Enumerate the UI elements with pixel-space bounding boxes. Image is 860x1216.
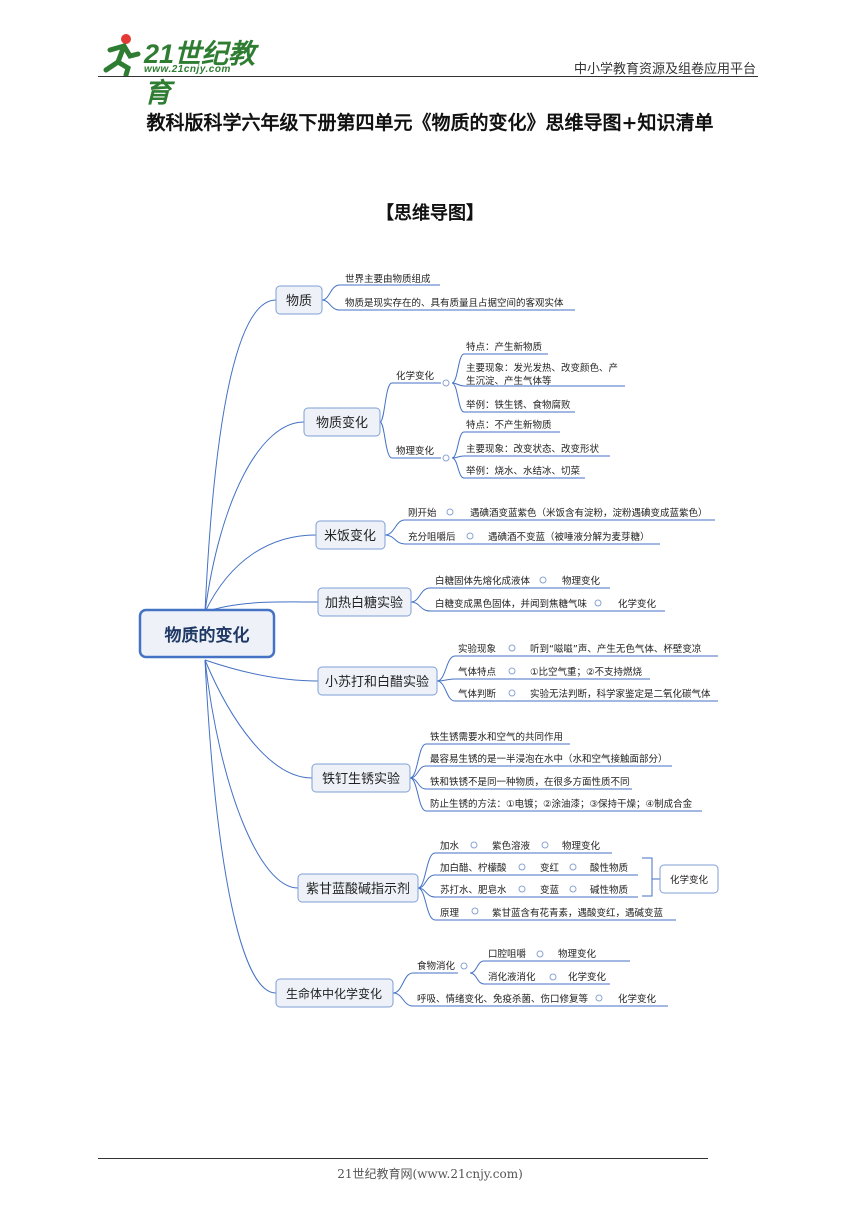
phys-feature: 特点：不产生新物质 — [466, 419, 552, 431]
footer-text: 21世纪教育网(www.21cnjy.com) — [337, 1167, 523, 1181]
root-node — [138, 608, 276, 659]
node-matter — [275, 285, 323, 315]
b7-label: 紫甘蓝酸碱指示剂 — [306, 882, 410, 897]
node-chem-summary — [659, 864, 719, 894]
b7-r2-1: 变红 — [540, 862, 560, 874]
b8-d1a: 口腔咀嚼 — [488, 948, 527, 960]
phys-phen: 主要现象：改变状态、改变形状 — [466, 443, 600, 455]
b7-r4-0: 原理 — [440, 908, 460, 919]
b5-r2a: 气体特点 — [458, 666, 497, 678]
collapse-toggle-icons — [442, 379, 603, 1002]
b7-r2-2: 酸性物质 — [590, 862, 629, 874]
b1-item-0: 世界主要由物质组成 — [345, 273, 431, 285]
b5-r3b: 实验无法判断，科学家鉴定是二氧化碳气体 — [530, 688, 711, 700]
root-label: 物质的变化 — [165, 625, 250, 646]
b5-label: 小苏打和白醋实验 — [325, 674, 429, 690]
b4-r1a: 白糖固体先熔化成液体 — [435, 575, 531, 587]
b4-r2a: 白糖变成黑色固体，并闻到焦糖气味 — [435, 598, 588, 610]
node-rice — [315, 520, 386, 550]
b3-r2a: 充分咀嚼后 — [408, 531, 456, 543]
b3-label: 米饭变化 — [324, 528, 376, 544]
b5-r1a: 实验现象 — [458, 643, 497, 655]
b8-r2a: 呼吸、情绪变化、免疫杀菌、伤口修复等 — [417, 993, 589, 1005]
b8-d1b: 物理变化 — [558, 948, 597, 960]
chem-phen-1: 主要现象：发光发热、改变颜色、产 — [466, 362, 618, 374]
b7-r1-2: 物理变化 — [562, 840, 601, 852]
b4-label: 加热白糖实验 — [325, 595, 403, 611]
b8-label: 生命体中化学变化 — [286, 986, 382, 1001]
logo-text: 21世纪教育 — [144, 39, 256, 108]
chem-phen-2: 生沉淀、产生气体等 — [466, 375, 552, 387]
phys-label: 物理变化 — [396, 445, 435, 457]
runner-logo-icon — [103, 34, 141, 76]
b5-r3a: 气体判断 — [458, 688, 497, 700]
b7-r1-0: 加水 — [440, 840, 460, 852]
chem-example: 举例：铁生锈、食物腐败 — [466, 399, 571, 411]
branch-nodes — [138, 285, 719, 1008]
b7-r3-0: 苏打水、肥皂水 — [440, 884, 507, 896]
footer-divider — [98, 1158, 708, 1159]
chem-label: 化学变化 — [396, 370, 435, 382]
b4-r1b: 物理变化 — [562, 575, 601, 587]
b7-r2-0: 加白醋、柠檬酸 — [440, 862, 507, 874]
node-material-change — [303, 407, 381, 437]
section-heading: 【思维导图】 — [376, 203, 484, 224]
mind-map-connectors — [204, 284, 718, 1007]
b6-label: 铁钉生锈实验 — [322, 771, 400, 787]
page-title: 教科版科学六年级下册第四单元《物质的变化》思维导图+知识清单 — [146, 112, 714, 134]
platform-name: 中小学教育资源及组卷应用平台 — [573, 62, 756, 77]
b6-item-1: 最容易生锈的是一半浸泡在水中（水和空气接触面部分） — [430, 753, 668, 765]
b5-r2b: ①比空气重；②不支持燃烧 — [530, 666, 643, 678]
node-soda — [317, 666, 438, 696]
b1-label: 物质 — [286, 294, 312, 309]
header-divider — [98, 76, 758, 77]
node-rust — [311, 763, 411, 793]
b6-item-2: 铁和铁锈不是同一种物质，在很多方面性质不同 — [430, 776, 630, 788]
b3-r1a: 刚开始 — [408, 507, 437, 519]
logo-url: www.21cnjy.com — [144, 64, 231, 75]
phys-example: 举例：烧水、水结冰、切菜 — [466, 465, 581, 477]
b7-r3-2: 碱性物质 — [590, 884, 629, 896]
logo: 21世纪教育 www.21cnjy.com — [96, 30, 266, 108]
b3-r2b: 遇碘酒不变蓝（被唾液分解为麦芽糖） — [488, 531, 650, 543]
b7-r3-1: 变蓝 — [540, 884, 560, 896]
b3-r1b: 遇碘酒变蓝紫色（米饭含有淀粉，淀粉遇碘变成蓝紫色） — [470, 507, 708, 519]
b8-r2b: 化学变化 — [618, 993, 657, 1005]
b4-r2b: 化学变化 — [618, 598, 657, 610]
b7-summary: 化学变化 — [670, 874, 709, 886]
b8-d2b: 化学变化 — [568, 971, 607, 983]
b7-r1-1: 紫色溶液 — [492, 840, 531, 852]
b7-r4-1: 紫甘蓝含有花青素，遇酸变红，遇碱变蓝 — [492, 907, 664, 919]
node-cabbage — [297, 873, 419, 903]
b6-item-3: 防止生锈的方法：①电镀；②涂油漆；③保持干燥；④制成合金 — [430, 798, 693, 810]
b5-r1b: 听到“嗞嗞”声、产生无色气体、杯壁变凉 — [530, 643, 701, 655]
b2-label: 物质变化 — [316, 415, 368, 431]
chem-feature: 特点：产生新物质 — [466, 341, 543, 353]
b1-item-1: 物质是现实存在的、具有质量且占据空间的客观实体 — [345, 297, 564, 309]
b6-item-0: 铁生锈需要水和空气的共同作用 — [430, 731, 563, 743]
node-sugar — [317, 587, 412, 617]
b8-d2a: 消化液消化 — [488, 971, 536, 983]
b8-digest: 食物消化 — [417, 960, 456, 972]
node-life — [275, 978, 394, 1008]
